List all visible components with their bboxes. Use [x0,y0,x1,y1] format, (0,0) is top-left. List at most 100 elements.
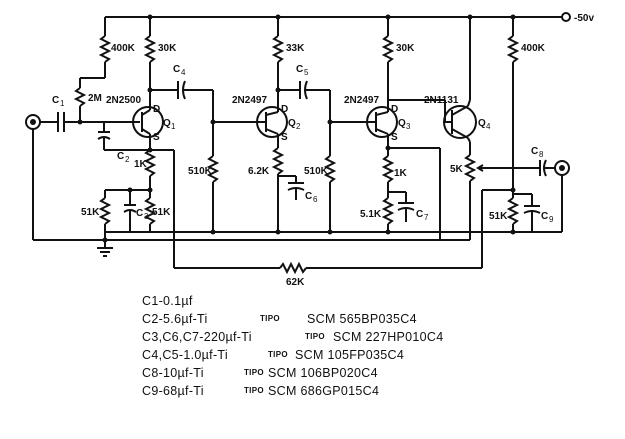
svg-text:Q: Q [478,118,486,129]
capacitor-c1: C 1 [52,95,140,132]
svg-text:2N2497: 2N2497 [344,95,379,106]
legend-code: SCM 686GP015C4 [268,384,380,398]
bottom-rails [33,147,562,268]
supply-label: -50v [574,13,594,24]
resistor-6.2k: 6.2K [248,147,285,232]
input-jack [25,114,58,240]
capacitor-c9: C 9 [513,193,554,232]
capacitor-c7: C 7 [388,191,429,222]
resistor-51k-bias: 51K [81,190,112,240]
resistor-62k-feedback: 62K [174,250,483,288]
svg-text:51K: 51K [81,207,100,218]
legend-code: SCM 105FP035C4 [295,348,405,362]
resistor-1k-q3: 1K [381,148,408,192]
resistor-33k: 33K [271,17,305,112]
svg-text:C: C [136,208,143,219]
svg-text:S: S [281,132,288,143]
capacitor-c3: C 3 [123,190,149,232]
svg-text:1: 1 [171,122,176,131]
svg-text:62K: 62K [286,277,305,288]
svg-text:C: C [117,151,124,162]
svg-text:Q: Q [163,118,171,129]
legend-tipo: TIPO [244,368,264,377]
resistor-510k-q2-gate: 510K [188,119,252,232]
svg-text:5K: 5K [450,164,464,175]
svg-text:1K: 1K [394,168,408,179]
transistor-q3: 2N2497 D S Q 3 [344,95,411,148]
svg-text:2: 2 [296,122,301,131]
potentiometer-5k: 5K [450,154,540,240]
svg-text:S: S [391,132,398,143]
svg-text:33K: 33K [286,43,305,54]
resistor-51k-output: 51K [481,187,520,250]
svg-text:400K: 400K [521,43,546,54]
capacitor-c6: C 6 [278,175,318,204]
svg-text:4: 4 [486,122,491,131]
legend-ref: C1-0.1µf [142,294,193,308]
legend-ref: C2-5.6µf-Ti [142,312,208,326]
svg-text:2N2497: 2N2497 [232,95,267,106]
legend-ref: C8-10µf-Ti [142,366,204,380]
svg-text:6.2K: 6.2K [248,166,270,177]
svg-text:51K: 51K [152,207,171,218]
legend-tipo: TIPO [244,386,264,395]
svg-text:C: C [173,64,180,75]
svg-text:C: C [296,64,303,75]
svg-text:D: D [391,104,398,115]
supply-terminal [561,12,571,22]
svg-text:51K: 51K [489,211,508,222]
svg-text:2N2500: 2N2500 [106,95,141,106]
output-jack [554,160,570,232]
supply-rail: -50v [105,12,594,24]
transistor-q1: 2N2500 D S Q 1 [106,95,176,150]
resistor-30k-q1: 30K [143,17,177,110]
legend-ref: C9-68µf-Ti [142,384,204,398]
svg-text:400K: 400K [111,43,136,54]
svg-text:1: 1 [60,99,65,108]
svg-text:510K: 510K [188,166,213,177]
svg-text:C: C [541,211,548,222]
circuit-schematic: -50v 400K 30K 33K 30K 400K [25,12,594,288]
resistor-30k-q3: 30K [381,17,415,112]
legend-code: SCM 565BP035C4 [307,312,417,326]
svg-text:D: D [153,104,160,115]
svg-text:C: C [416,209,423,220]
svg-text:C: C [52,95,59,106]
svg-text:C: C [531,146,538,157]
svg-text:2M: 2M [88,93,102,104]
transistor-q4: 2N1131 Q 4 [388,17,491,155]
svg-text:5.1K: 5.1K [360,209,382,220]
resistor-51k-source: 51K [143,190,171,232]
capacitor-c8: C 8 [531,146,555,177]
svg-text:4: 4 [181,68,186,77]
svg-text:S: S [153,132,160,143]
svg-text:8: 8 [539,150,544,159]
svg-text:9: 9 [549,215,554,224]
svg-text:1K: 1K [134,159,148,170]
svg-text:Q: Q [288,118,296,129]
svg-text:Q: Q [398,118,406,129]
legend-code: SCM 106BP020C4 [268,366,378,380]
legend-tipo: TIPO [305,332,325,341]
svg-text:C: C [305,191,312,202]
resistor-1k-q1: 1K [134,149,157,190]
svg-text:6: 6 [313,195,318,204]
resistor-2m: 2M [73,77,105,125]
legend-ref: C4,C5-1.0µf-Ti [142,348,228,362]
svg-text:3: 3 [406,122,411,131]
svg-text:2N1131: 2N1131 [424,95,459,106]
svg-text:5: 5 [304,68,309,77]
resistor-400k-left: 400K [98,17,136,78]
legend-tipo: TIPO [260,314,280,323]
svg-text:2: 2 [125,155,130,164]
legend-ref: C3,C6,C7-220µf-Ti [142,330,252,344]
svg-text:30K: 30K [396,43,415,54]
legend-code: SCM 227HP010C4 [333,330,444,344]
legend-tipo: TIPO [268,350,288,359]
svg-text:30K: 30K [158,43,177,54]
resistor-5.1k: 5.1K [360,192,395,232]
capacitor-c5: C 5 [275,64,331,122]
capacitor-c2: C 2 [97,122,150,164]
svg-text:510K: 510K [304,166,329,177]
svg-text:D: D [281,104,288,115]
